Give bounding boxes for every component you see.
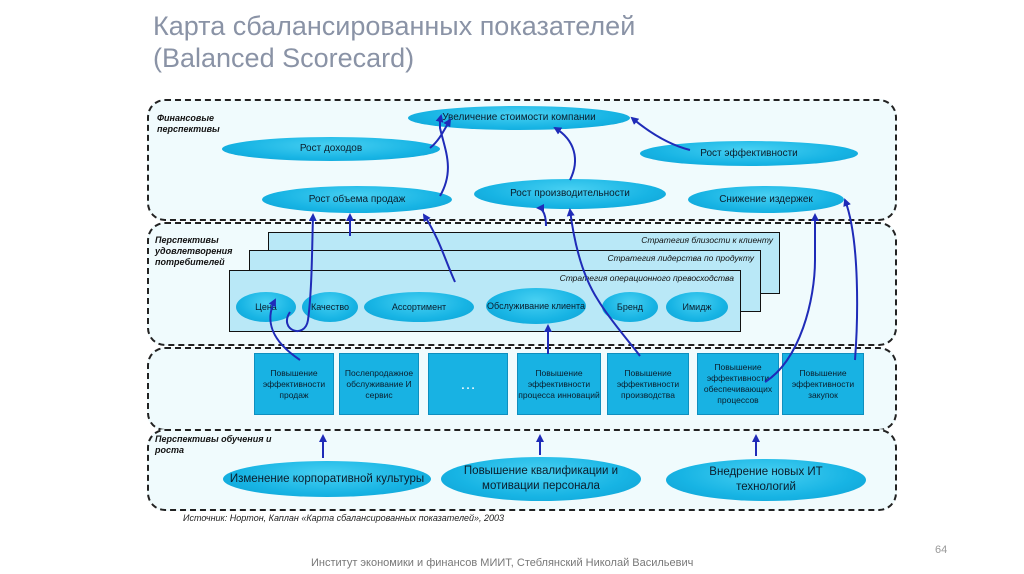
customer-item-assortment: Ассортимент [364,292,474,322]
page-number: 64 [935,544,948,556]
customer-item-brand: Бренд [602,292,658,322]
slide-title: Карта сбалансированных показателей (Bala… [153,10,635,74]
process-item-support: Повышение эффективности обеспечивающих п… [697,353,779,415]
process-item-aftersales: Послепродажное обслуживание И сервис [339,353,419,415]
strategy-product-leadership-label: Стратегия лидерства по продукту [607,253,754,263]
source-note: Источник: Нортон, Каплан «Карта сбаланси… [183,513,505,523]
process-item-innovation: Повышение эффективности процесса инновац… [517,353,601,415]
process-item-sales: Повышение эффективности продаж [254,353,334,415]
title-line-2: (Balanced Scorecard) [153,43,415,73]
sales-growth-ellipse: Рост объема продаж [262,186,452,213]
customer-item-service: Обслуживание клиента [486,288,586,324]
customer-item-image: Имидж [666,292,728,322]
productivity-growth-ellipse: Рост производительности [474,179,666,209]
customer-band-label: Перспективы удовлетворения потребителей [155,235,233,267]
title-line-1: Карта сбалансированных показателей [153,11,636,41]
revenue-growth-ellipse: Рост доходов [222,137,440,161]
company-value-ellipse: Увеличение стоимости компании [408,106,630,130]
footer-text: Институт экономики и финансов МИИТ, Стеб… [311,557,694,569]
efficiency-growth-ellipse: Рост эффективности [640,141,858,166]
learning-item-it: Внедрение новых ИТ технологий [666,459,866,501]
strategy-customer-intimacy-label: Стратегия близости к клиенту [641,235,773,245]
financial-band-label: Финансовые перспективы [157,113,220,134]
cost-reduction-ellipse: Снижение издержек [688,186,844,213]
process-item-procurement: Повышение эффективности закупок [782,353,864,415]
process-item-ellipsis: … [428,353,508,415]
process-item-production: Повышение эффективности производства [607,353,689,415]
strategy-operational-excellence-label: Стратегия операционного превосходства [559,273,734,283]
customer-item-quality: Качество [302,292,358,322]
learning-item-culture: Изменение корпоративной культуры [223,461,431,497]
customer-item-price: Цена [236,292,296,322]
learning-band-label: Перспективы обучения и роста [155,434,272,455]
learning-item-qualification: Повышение квалификации и мотивации персо… [441,457,641,501]
